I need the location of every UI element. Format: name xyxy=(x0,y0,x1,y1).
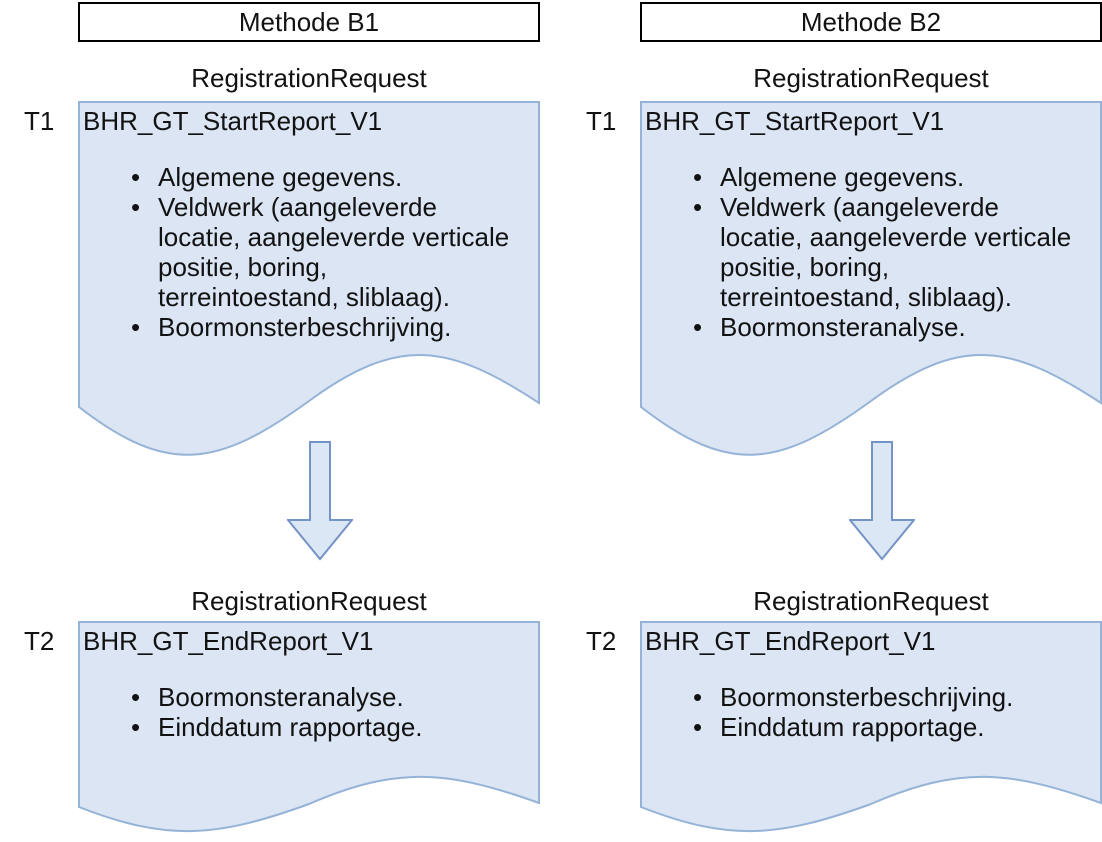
method-header-b2: Methode B2 xyxy=(640,2,1102,42)
bullet-item: Boormonsteranalyse. xyxy=(693,312,1075,342)
bullet-item: Boormonsteranalyse. xyxy=(131,682,513,712)
document-start-report: BHR_GT_StartReport_V1 Algemene gegevens.… xyxy=(640,101,1102,459)
registration-request-label-t1: RegistrationRequest xyxy=(191,63,427,93)
bullet-item: Einddatum rapportage. xyxy=(131,712,513,742)
document-end-report: BHR_GT_EndReport_V1 Boormonsteranalyse. … xyxy=(78,621,540,835)
down-arrow-icon xyxy=(849,441,915,561)
bullet-list: Boormonsterbeschrijving. Einddatum rappo… xyxy=(640,682,1075,742)
bullet-item: Einddatum rapportage. xyxy=(693,712,1075,742)
document-end-report: BHR_GT_EndReport_V1 Boormonsterbeschrijv… xyxy=(640,621,1102,835)
bullet-item: Veldwerk (aangeleverde locatie, aangelev… xyxy=(693,192,1075,312)
method-header-b1: Methode B1 xyxy=(78,2,540,42)
registration-request-label-t2: RegistrationRequest xyxy=(753,586,989,616)
time-label-t2: T2 xyxy=(586,626,617,656)
down-arrow-icon xyxy=(287,441,353,561)
bullet-list: Boormonsteranalyse. Einddatum rapportage… xyxy=(78,682,513,742)
bullet-item: Boormonsterbeschrijving. xyxy=(693,682,1075,712)
registration-request-label-t1: RegistrationRequest xyxy=(753,63,989,93)
bullet-list: Algemene gegevens. Veldwerk (aangeleverd… xyxy=(78,162,513,342)
registration-request-label-t2: RegistrationRequest xyxy=(191,586,427,616)
bullet-item: Veldwerk (aangeleverde locatie, aangelev… xyxy=(131,192,513,312)
report-title: BHR_GT_EndReport_V1 xyxy=(83,626,374,656)
report-title: BHR_GT_EndReport_V1 xyxy=(645,626,936,656)
time-label-t1: T1 xyxy=(586,106,617,136)
bullet-item: Boormonsterbeschrijving. xyxy=(131,312,513,342)
bullet-item: Algemene gegevens. xyxy=(693,162,1075,192)
time-label-t1: T1 xyxy=(24,106,55,136)
column-methode-b1: Methode B1 RegistrationRequest T1 BHR_GT… xyxy=(0,0,551,842)
time-label-t2: T2 xyxy=(24,626,55,656)
bullet-list: Algemene gegevens. Veldwerk (aangeleverd… xyxy=(640,162,1075,342)
report-title: BHR_GT_StartReport_V1 xyxy=(83,106,383,136)
report-title: BHR_GT_StartReport_V1 xyxy=(645,106,945,136)
bullet-item: Algemene gegevens. xyxy=(131,162,513,192)
column-methode-b2: Methode B2 RegistrationRequest T1 BHR_GT… xyxy=(562,0,1102,842)
document-start-report: BHR_GT_StartReport_V1 Algemene gegevens.… xyxy=(78,101,540,459)
